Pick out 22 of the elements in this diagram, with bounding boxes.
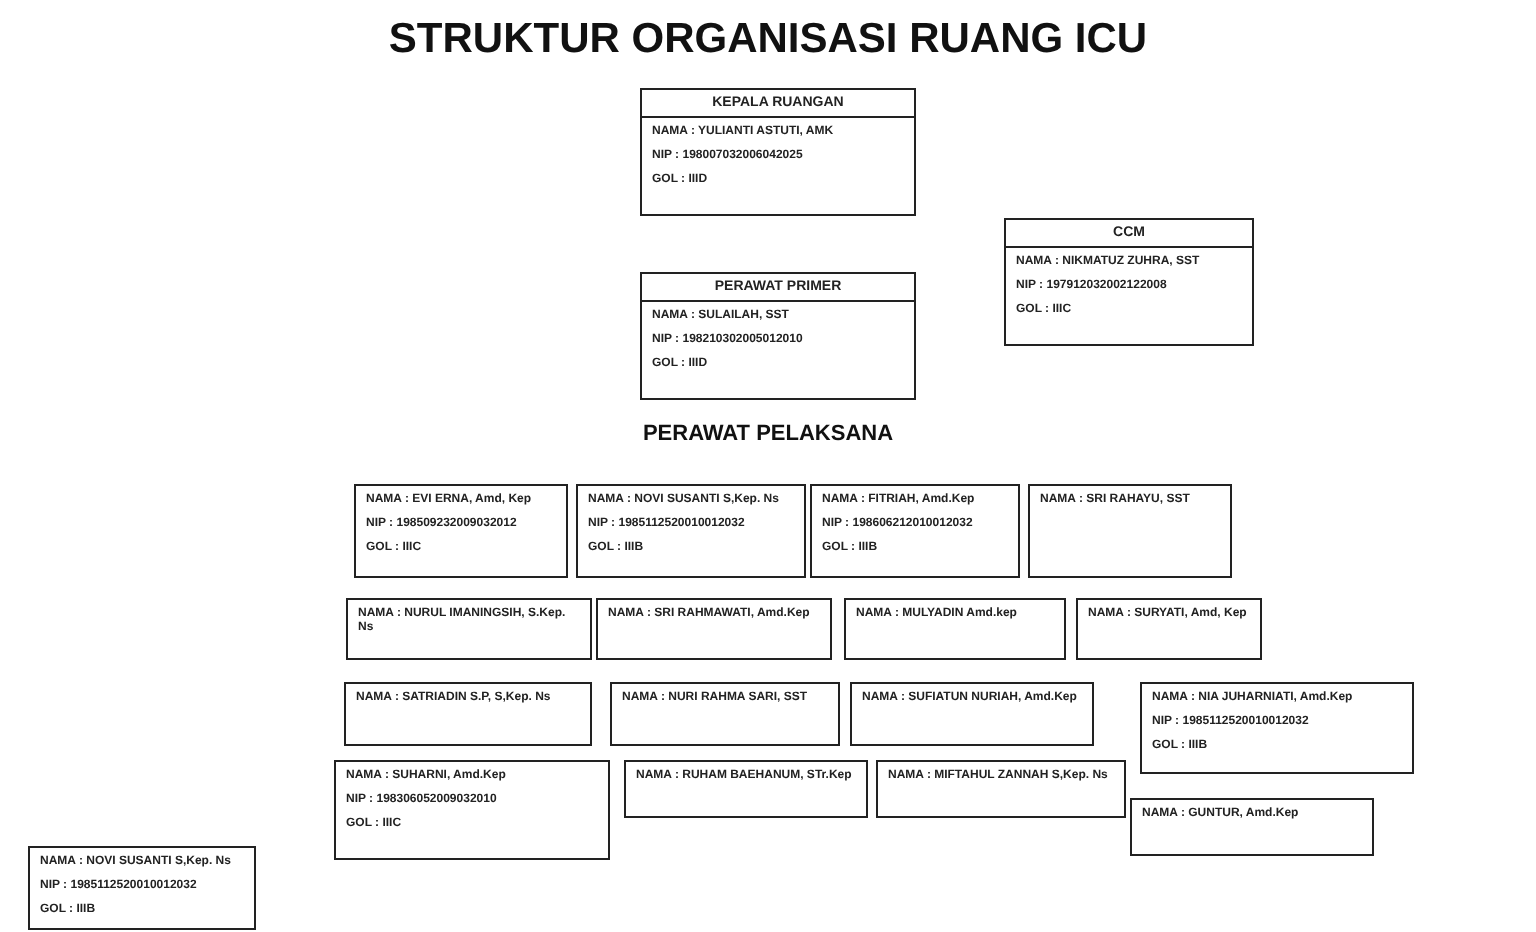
- staff-card: [596, 598, 832, 660]
- staff-card: [624, 760, 868, 818]
- staff-card: [576, 484, 806, 578]
- staff-card: [334, 760, 610, 860]
- staff-card: [344, 682, 592, 746]
- staff-card: [346, 598, 592, 660]
- staff-card: [28, 846, 256, 930]
- staff-card: [1140, 682, 1414, 774]
- staff-card: [1076, 598, 1262, 660]
- staff-card: [844, 598, 1066, 660]
- staff-card: [640, 88, 916, 216]
- staff-card: [850, 682, 1094, 746]
- page-title: STRUKTUR ORGANISASI RUANG ICU: [386, 16, 1150, 64]
- staff-card: [810, 484, 1020, 578]
- section-heading: PERAWAT PELAKSANA: [640, 422, 896, 446]
- staff-card: [610, 682, 840, 746]
- staff-card: [1028, 484, 1232, 578]
- staff-card: [640, 272, 916, 400]
- staff-card: [1004, 218, 1254, 346]
- staff-card: [1130, 798, 1374, 856]
- staff-card: [354, 484, 568, 578]
- staff-card: [876, 760, 1126, 818]
